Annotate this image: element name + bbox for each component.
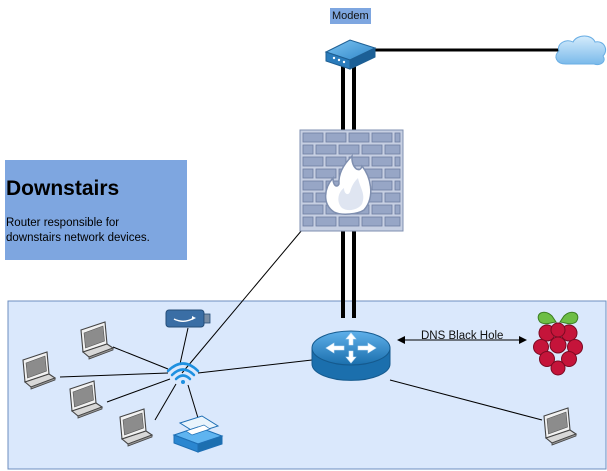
wifi-router-link bbox=[197, 359, 313, 374]
wifi-icon bbox=[166, 362, 200, 384]
firewall-brick bbox=[338, 216, 360, 227]
dns-arrow bbox=[397, 336, 527, 344]
firewall-brick bbox=[302, 144, 314, 155]
firewall-brick bbox=[338, 144, 360, 155]
firewall-brick bbox=[315, 144, 337, 155]
firewall-brick bbox=[302, 156, 324, 167]
firewall-brick bbox=[371, 204, 393, 215]
firewall-brick bbox=[384, 168, 401, 179]
note-description: Router responsible for downstairs networ… bbox=[6, 217, 150, 244]
wifi-stick-link bbox=[179, 327, 189, 365]
firewall-brick bbox=[302, 204, 324, 215]
firewall-brick bbox=[394, 204, 401, 215]
firewall-brick bbox=[325, 156, 347, 167]
firewall-brick bbox=[371, 132, 393, 143]
firewall-brick bbox=[394, 156, 401, 167]
cloud-icon bbox=[555, 35, 607, 65]
firewall-brick bbox=[361, 216, 383, 227]
wifi-laptop-2-link bbox=[59, 372, 169, 378]
firewall-brick bbox=[302, 168, 314, 179]
modem-icon bbox=[324, 39, 377, 70]
firewall-brick bbox=[302, 216, 314, 227]
firewall-brick bbox=[348, 132, 370, 143]
downstairs-note: Downstairs Router responsible for downst… bbox=[5, 160, 187, 260]
wifi-printer-link bbox=[187, 384, 199, 419]
firewall-brick bbox=[315, 216, 337, 227]
streaming-stick-icon bbox=[165, 309, 211, 328]
firewall-brick bbox=[361, 144, 383, 155]
modem-label: Modem bbox=[330, 8, 371, 24]
firewall-brick bbox=[325, 132, 347, 143]
firewall-brick bbox=[315, 168, 337, 179]
firewall-wifi-link bbox=[181, 229, 303, 374]
connections bbox=[59, 48, 560, 421]
firewall-brick bbox=[371, 180, 393, 191]
downstairs-zone bbox=[7, 300, 607, 470]
firewall-icon bbox=[299, 129, 404, 232]
router-icon bbox=[311, 330, 391, 381]
firewall-brick bbox=[394, 180, 401, 191]
wifi-laptop-3-link bbox=[106, 378, 171, 403]
firewall-brick bbox=[302, 192, 314, 203]
dns-black-hole-label: DNS Black Hole bbox=[421, 330, 504, 342]
firewall-brick bbox=[384, 144, 401, 155]
wifi-laptop-1-link bbox=[112, 346, 169, 370]
firewall-brick bbox=[371, 156, 393, 167]
raspberry-pi-icon bbox=[533, 311, 583, 376]
firewall-brick bbox=[384, 192, 401, 203]
router-laptop-link bbox=[389, 379, 543, 421]
firewall-brick bbox=[302, 180, 324, 191]
firewall-brick bbox=[302, 132, 324, 143]
wifi-laptop-4-link bbox=[154, 383, 177, 421]
note-title: Downstairs bbox=[6, 177, 120, 200]
firewall-brick bbox=[384, 216, 401, 227]
firewall-brick bbox=[394, 132, 401, 143]
printer-icon bbox=[172, 415, 224, 453]
